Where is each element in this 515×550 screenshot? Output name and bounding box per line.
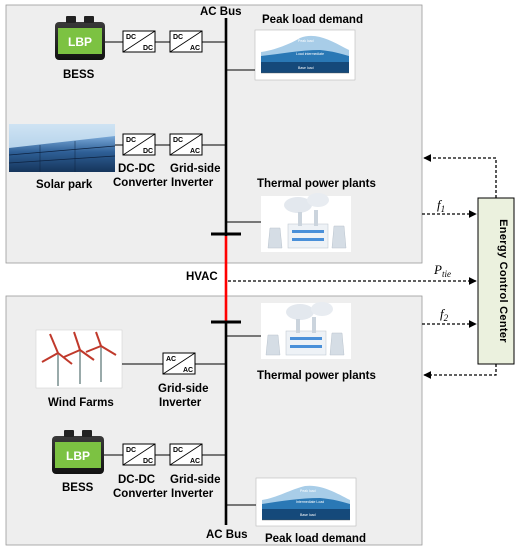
dcac-inverter-bottom: DC AC xyxy=(169,443,203,466)
thermal-bottom-label: Thermal power plants xyxy=(257,370,376,382)
svg-text:AC: AC xyxy=(190,458,200,465)
svg-text:Load intermediate: Load intermediate xyxy=(296,52,324,56)
svg-text:DC: DC xyxy=(173,447,183,454)
bess-top-battery-icon: LBP xyxy=(55,16,105,60)
thermal-top-label: Thermal power plants xyxy=(257,178,376,190)
hvac-label: HVAC xyxy=(186,271,218,283)
energy-control-center-label: Energy Control Center xyxy=(497,219,509,343)
ac-bus-bottom-label: AC Bus xyxy=(206,529,248,541)
svg-text:AC: AC xyxy=(166,356,176,363)
wind-farms-label: Wind Farms xyxy=(48,397,114,409)
inverter-wind-label-1: Grid-side xyxy=(158,383,208,395)
dcdc-bottom-label-2: Converter xyxy=(113,488,168,500)
dcac-inverter-top-2: DC AC xyxy=(169,133,203,156)
dcdc-converter-bottom: DC DC xyxy=(122,443,156,466)
wind-farm-image xyxy=(35,329,123,389)
dcdc-converter-top-2: DC DC xyxy=(122,133,156,156)
svg-text:DC: DC xyxy=(143,45,153,52)
svg-text:DC: DC xyxy=(173,137,183,144)
svg-text:DC: DC xyxy=(173,34,183,41)
bess-bottom-battery-icon: LBP xyxy=(52,430,104,474)
battery-brand-text: LBP xyxy=(68,35,92,49)
dcdc-top-label-1: DC-DC xyxy=(118,163,155,175)
thermal-plant-top-icon xyxy=(261,193,351,252)
bess-bottom-label: BESS xyxy=(62,482,94,494)
ptie-label: Ptie xyxy=(433,262,451,279)
inverter-bottom-label-1: Grid-side xyxy=(170,474,220,486)
svg-text:Intermediate Load: Intermediate Load xyxy=(296,500,324,504)
control-signals xyxy=(228,154,497,379)
svg-text:Base load: Base load xyxy=(298,66,314,70)
svg-text:Base load: Base load xyxy=(300,513,316,517)
dcdc-bottom-label-1: DC-DC xyxy=(118,474,155,486)
dcdc-converter-top-1: DC DC xyxy=(122,30,156,53)
f1-label: f1 xyxy=(437,197,445,214)
svg-text:DC: DC xyxy=(126,447,136,454)
svg-text:DC: DC xyxy=(143,148,153,155)
solar-park-label: Solar park xyxy=(36,179,93,191)
ac-bus-top-label: AC Bus xyxy=(200,6,242,18)
f2-label: f2 xyxy=(440,306,449,323)
bess-top-label: BESS xyxy=(63,69,95,81)
peak-load-bottom-chart: Peak load Intermediate Load Base load xyxy=(255,477,357,527)
acac-converter-wind: AC AC xyxy=(162,352,196,375)
svg-text:AC: AC xyxy=(190,45,200,52)
inverter-top-label-2: Inverter xyxy=(171,177,214,189)
svg-text:AC: AC xyxy=(190,148,200,155)
inverter-top-label-1: Grid-side xyxy=(170,163,220,175)
dcac-inverter-top-1: DC AC xyxy=(169,30,203,53)
inverter-bottom-label-2: Inverter xyxy=(171,488,214,500)
thermal-plant-bottom-icon xyxy=(261,302,351,359)
solar-park-image xyxy=(8,124,116,172)
peak-top-label: Peak load demand xyxy=(262,14,363,26)
peak-load-top-chart: Peak load Load intermediate Base load xyxy=(254,29,356,81)
battery-brand-text: LBP xyxy=(66,449,90,463)
svg-text:DC: DC xyxy=(126,137,136,144)
energy-control-center-box xyxy=(477,197,515,365)
peak-bottom-label: Peak load demand xyxy=(265,533,366,545)
svg-text:Peak load: Peak load xyxy=(300,489,316,493)
inverter-wind-label-2: Inverter xyxy=(159,397,202,409)
svg-text:DC: DC xyxy=(126,34,136,41)
svg-text:DC: DC xyxy=(143,458,153,465)
svg-text:Peak load: Peak load xyxy=(298,39,314,43)
dcdc-top-label-2: Converter xyxy=(113,177,168,189)
svg-text:AC: AC xyxy=(183,367,193,374)
